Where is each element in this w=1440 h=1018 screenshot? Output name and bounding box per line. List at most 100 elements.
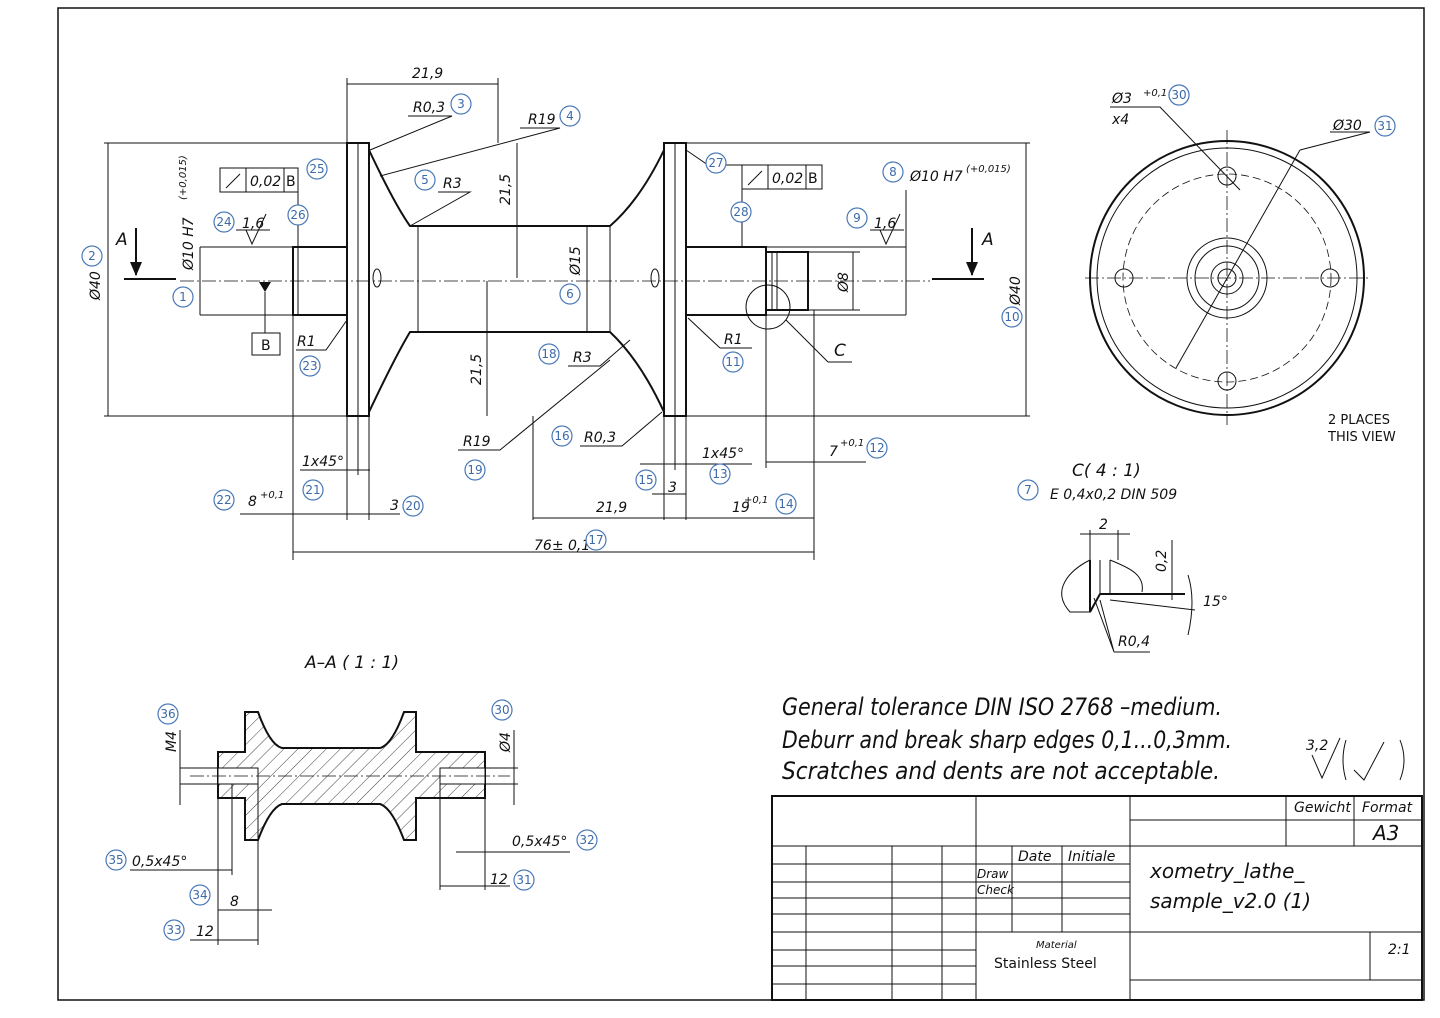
fcf-left-value: 0,02 xyxy=(250,174,281,190)
note-places: 2 PLACES xyxy=(1328,413,1390,428)
dim-d40-right: Ø40 xyxy=(1008,276,1024,306)
roughness-right: 1,6 xyxy=(874,216,896,232)
note-line-3: Scratches and dents are not acceptable. xyxy=(782,757,1220,785)
title-block: Gewicht Format A3 Date Initiale Draw Che… xyxy=(771,795,1423,1001)
dim-d15: Ø15 xyxy=(568,246,584,276)
tb-name-line2: sample_v2.0 (1) xyxy=(1150,889,1311,913)
svg-text:25: 25 xyxy=(309,162,324,176)
section-aa: A–A ( 1 : 1) M4 Ø4 0,5x45° 8 12 0,5x45° … xyxy=(130,653,570,945)
svg-text:12: 12 xyxy=(869,441,884,455)
svg-text:15: 15 xyxy=(638,473,653,487)
tol-7: +0,1 xyxy=(840,438,864,449)
balloon-11: 11 xyxy=(722,351,744,373)
balloon-section-30: 30 xyxy=(491,699,513,721)
detail-spec: E 0,4x0,2 DIN 509 xyxy=(1050,487,1177,503)
tol-19: +0,1 xyxy=(744,495,768,506)
note-places-view: THIS VIEW xyxy=(1327,430,1396,445)
dim-d8: Ø8 xyxy=(836,272,852,293)
svg-text:9: 9 xyxy=(853,211,861,225)
svg-text:1: 1 xyxy=(179,290,187,304)
detail-c: C( 4 : 1) E 0,4x0,2 DIN 509 2 0,2 15° R0… xyxy=(1050,461,1228,653)
general-notes: General tolerance DIN ISO 2768 –medium. … xyxy=(782,693,1405,785)
balloon-30: 30 xyxy=(1168,84,1190,106)
balloon-26: 26 xyxy=(287,204,309,226)
svg-text:18: 18 xyxy=(541,347,556,361)
balloon-1: 1 xyxy=(172,286,194,308)
svg-text:7: 7 xyxy=(1024,483,1032,497)
detail-angle: 15° xyxy=(1203,594,1228,610)
svg-text:32: 32 xyxy=(579,833,594,847)
balloon-35: 35 xyxy=(105,849,127,871)
balloon-4: 4 xyxy=(559,105,581,127)
section-d12-left: 12 xyxy=(196,924,214,940)
dim-d10h7-left: Ø10 H7 xyxy=(181,217,197,271)
svg-text:30: 30 xyxy=(494,703,509,717)
svg-text:26: 26 xyxy=(290,208,305,222)
tol-hole-d3: +0,1 xyxy=(1143,88,1167,99)
dim-21-9-bottom: 21,9 xyxy=(596,500,627,516)
balloon-22: 22 xyxy=(213,489,235,511)
detail-width: 2 xyxy=(1099,517,1108,533)
dim-19: 19 xyxy=(732,500,750,516)
balloon-10: 10 xyxy=(1001,306,1023,328)
balloon-9: 9 xyxy=(846,207,868,229)
balloon-25: 25 xyxy=(306,158,328,180)
section-chamfer-left: 0,5x45° xyxy=(132,854,187,870)
tb-material-label: Material xyxy=(1036,940,1077,951)
dim-chamfer-right: 1x45° xyxy=(702,446,744,462)
section-title: A–A ( 1 : 1) xyxy=(304,653,399,673)
section-d4: Ø4 xyxy=(498,732,514,753)
dim-hole-d3: Ø3 xyxy=(1111,91,1132,107)
svg-text:34: 34 xyxy=(192,888,207,902)
tb-material-value: Stainless Steel xyxy=(994,956,1097,972)
tb-initials-label: Initiale xyxy=(1068,849,1115,865)
tb-name-line1: xometry_lathe_ xyxy=(1149,859,1305,883)
note-line-1: General tolerance DIN ISO 2768 –medium. xyxy=(782,693,1222,721)
dim-r03-top: R0,3 xyxy=(413,100,445,116)
dim-r03-bottom: R0,3 xyxy=(584,430,616,446)
balloon-6: 6 xyxy=(559,283,581,305)
svg-text:21: 21 xyxy=(305,483,320,497)
svg-text:3: 3 xyxy=(457,97,465,111)
section-m4: M4 xyxy=(164,731,180,752)
balloon-21: 21 xyxy=(302,479,324,501)
balloon-32: 32 xyxy=(576,829,598,851)
balloon-20: 20 xyxy=(402,495,424,517)
svg-text:4: 4 xyxy=(566,109,574,123)
tol-8: +0,1 xyxy=(260,490,284,501)
side-view: Ø3 +0,1 x4 Ø30 2 PLACES THIS VIEW xyxy=(1085,88,1396,445)
tb-weight-label: Gewicht xyxy=(1294,800,1351,816)
tb-format-value: A3 xyxy=(1371,821,1399,845)
svg-text:28: 28 xyxy=(733,205,748,219)
dim-21-9-top: 21,9 xyxy=(412,66,443,82)
svg-text:2: 2 xyxy=(88,249,96,263)
svg-text:20: 20 xyxy=(405,499,420,513)
svg-text:6: 6 xyxy=(566,287,574,301)
dim-r1-left: R1 xyxy=(297,334,316,350)
detail-depth: 0,2 xyxy=(1154,550,1170,572)
balloon-callouts: 1234567891011121314151617181920212223242… xyxy=(81,84,1396,941)
section-label-right: A xyxy=(981,230,994,250)
dim-r3-bottom: R3 xyxy=(573,350,592,366)
fcf-left-datum: B xyxy=(286,174,296,190)
dim-bolt-circle: Ø30 xyxy=(1332,118,1362,134)
balloon-5: 5 xyxy=(414,169,436,191)
datum-b-label: B xyxy=(261,338,271,354)
section-d8: 8 xyxy=(230,894,239,910)
main-view: C Ø40 Ø10 H7 (+0,015) A A 0,02 B 1,6 xyxy=(88,66,1030,560)
dim-21-5-bottom: 21,5 xyxy=(469,354,485,385)
dim-3-left: 3 xyxy=(390,498,399,514)
dim-r19-top: R19 xyxy=(528,112,556,128)
detail-radius: R0,4 xyxy=(1118,634,1150,650)
svg-text:36: 36 xyxy=(160,707,175,721)
balloon-36: 36 xyxy=(157,703,179,725)
tol-d10h7-left: (+0,015) xyxy=(178,155,189,200)
detail-title: C( 4 : 1) xyxy=(1072,461,1141,481)
dim-r3-top: R3 xyxy=(443,176,462,192)
sheet-border xyxy=(57,7,1425,1001)
svg-text:33: 33 xyxy=(166,923,181,937)
dim-d10h7-right: Ø10 H7 xyxy=(909,169,963,185)
svg-text:5: 5 xyxy=(421,173,429,187)
svg-text:8: 8 xyxy=(889,165,897,179)
